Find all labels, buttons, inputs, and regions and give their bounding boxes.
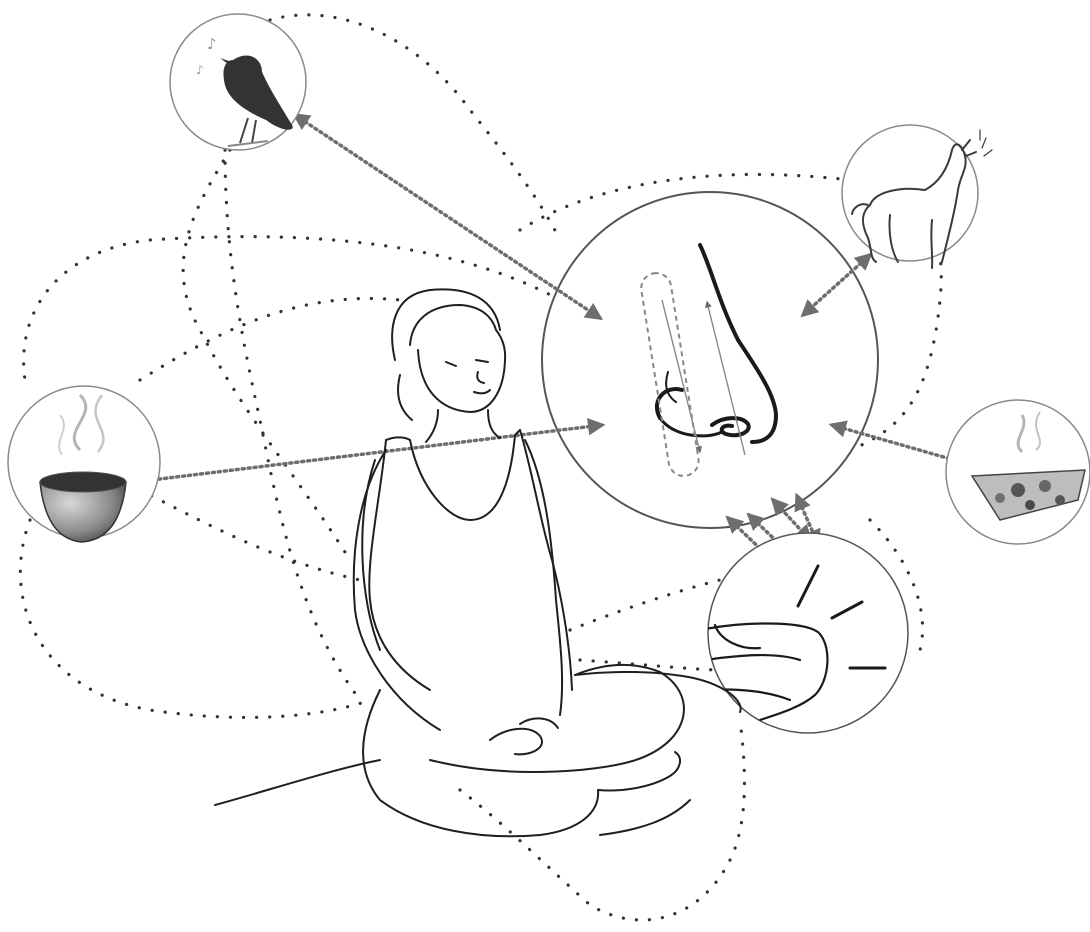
nose-focus-circle	[542, 192, 878, 528]
coffee-cup-circle	[8, 386, 160, 542]
bird-circle: ♪ ♪	[170, 14, 306, 150]
svg-text:♪: ♪	[207, 35, 217, 53]
knee-sensation-circle	[700, 533, 908, 733]
svg-text:♪: ♪	[196, 63, 204, 77]
dog-circle	[842, 125, 992, 268]
pizza-circle	[946, 400, 1090, 544]
